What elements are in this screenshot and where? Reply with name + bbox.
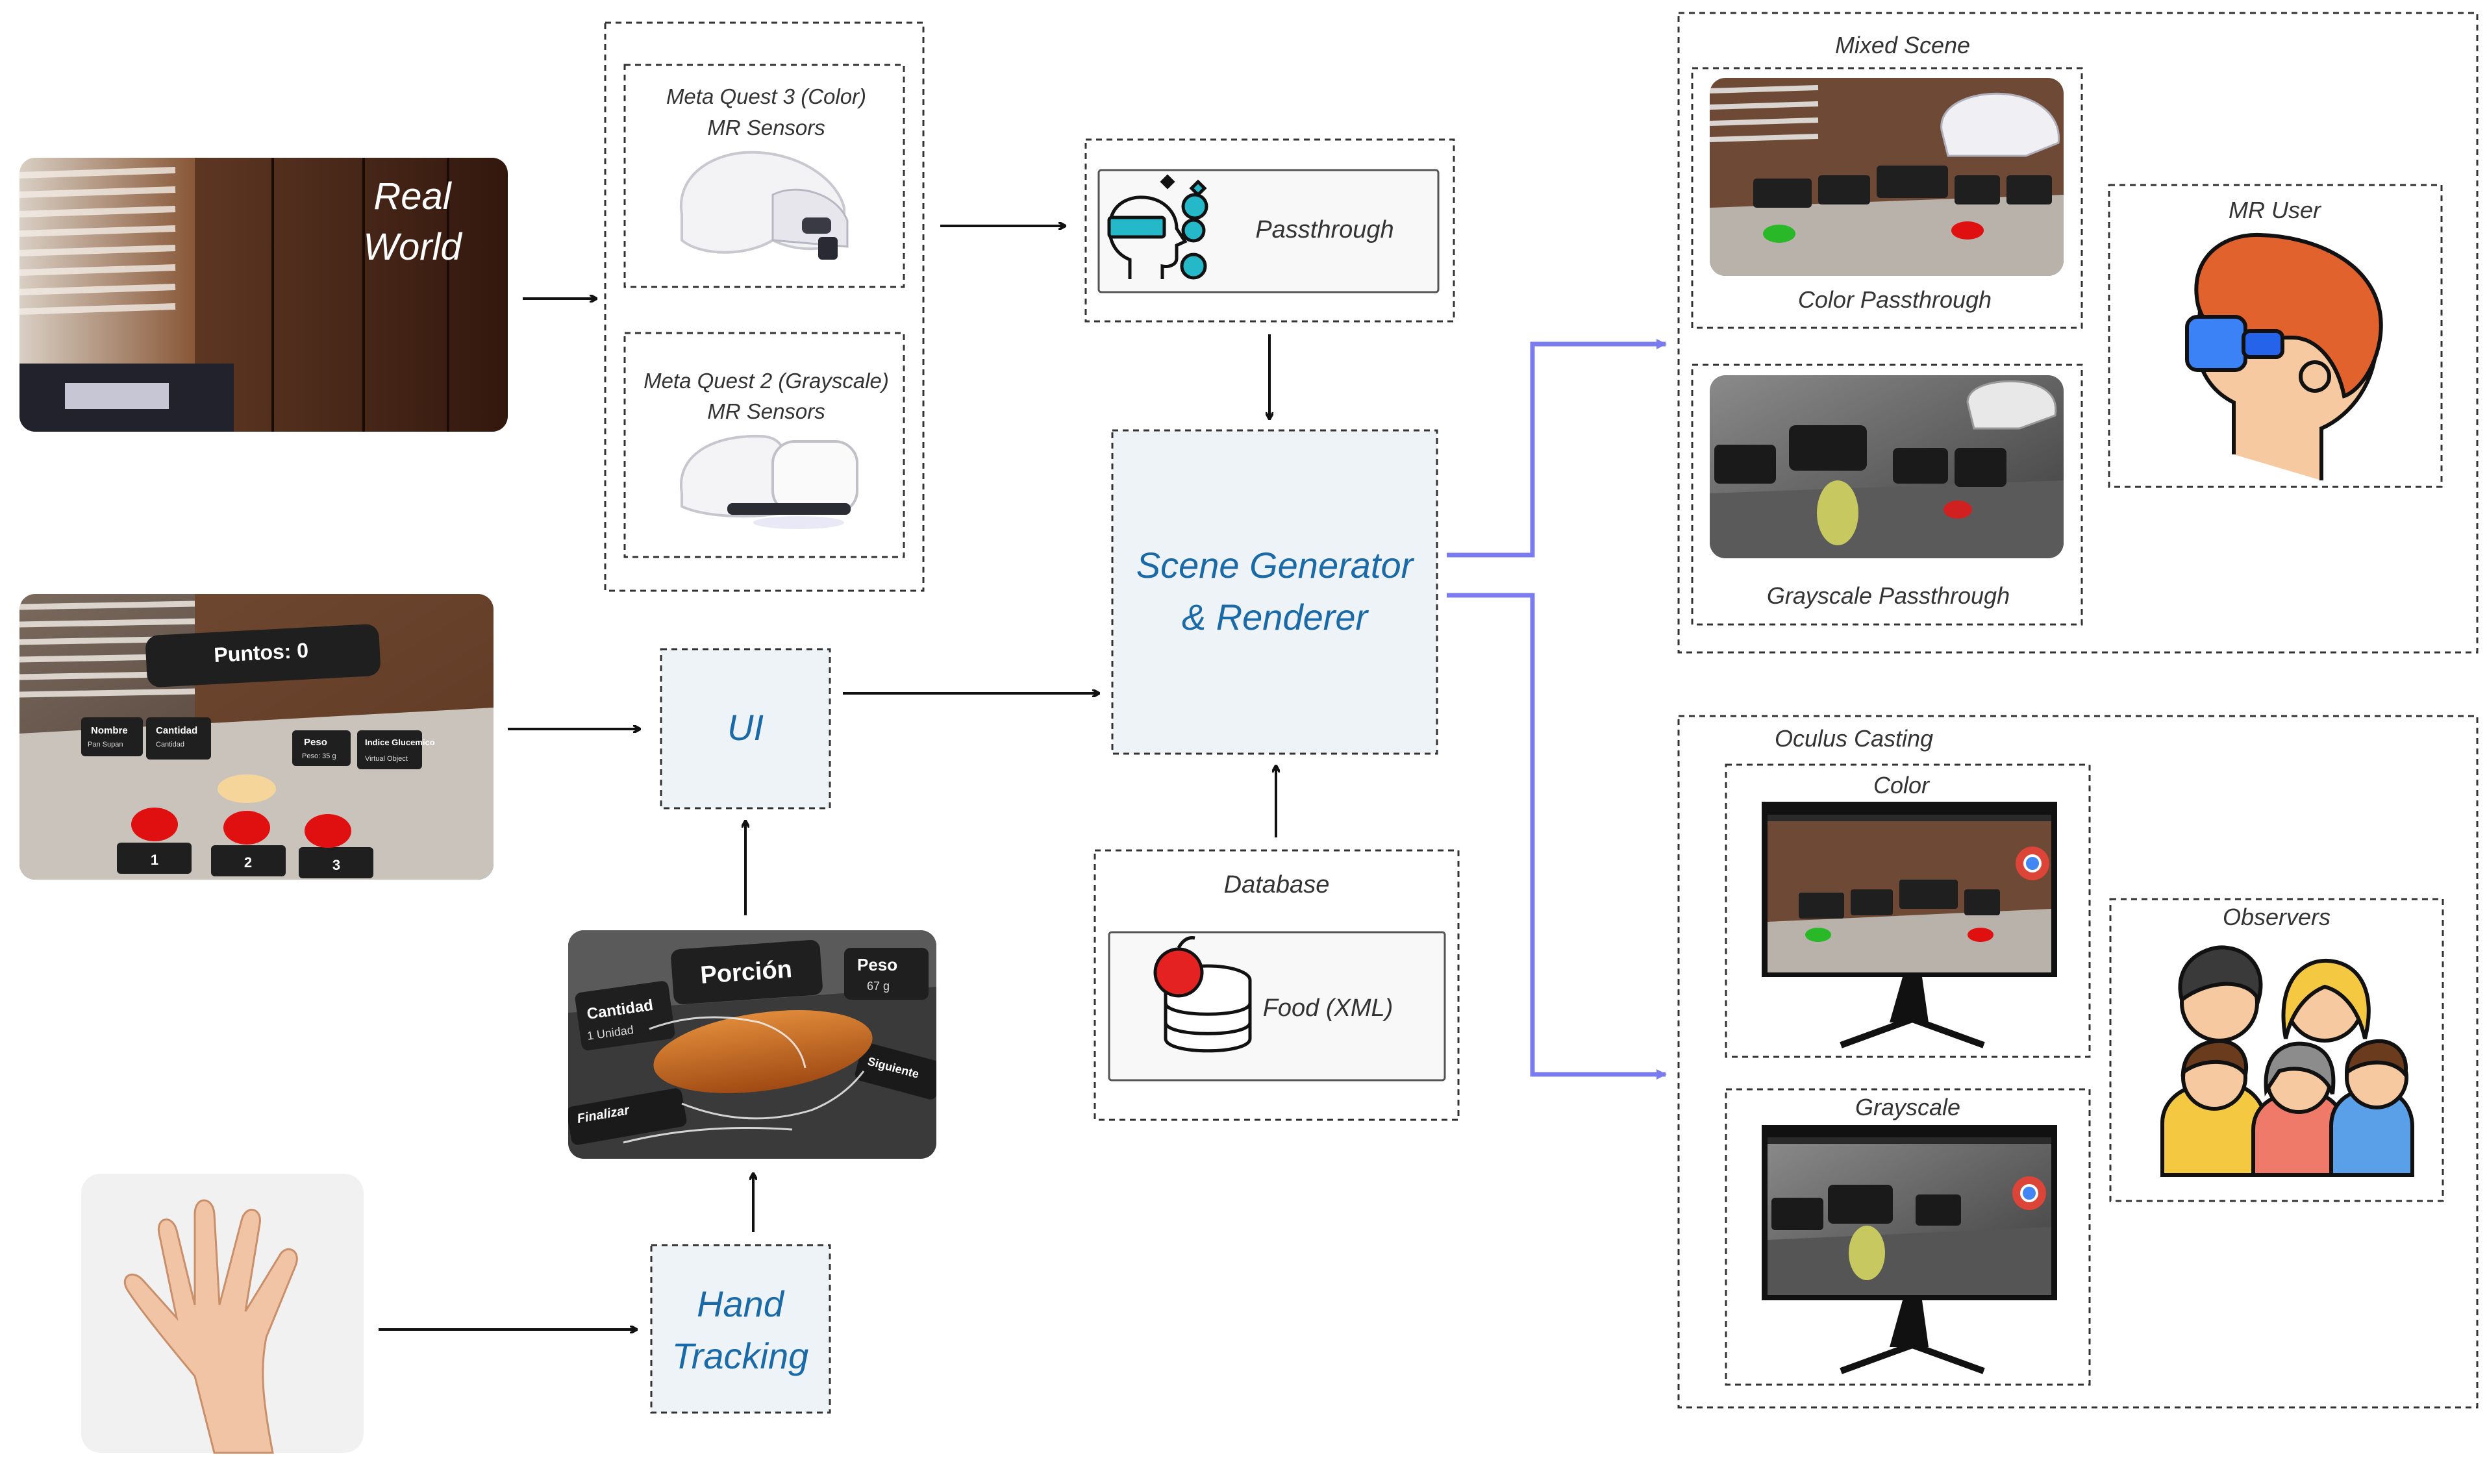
mixed-gray-screenshot: [1710, 375, 2064, 558]
hand-tracking-label-2: Tracking: [672, 1335, 809, 1376]
quest2-headset-image: [679, 434, 858, 529]
real-world-label-2: World: [363, 226, 462, 268]
cast-gray-box: [1725, 1088, 2091, 1386]
arrow-scene-mixed: [1447, 339, 1667, 558]
cast-gray-monitor: [1762, 1125, 2057, 1374]
cast-color-box: [1725, 763, 2091, 1058]
scene-generator-box: [1111, 429, 1438, 755]
quest2-label-1: Meta Quest 2 (Grayscale): [644, 369, 889, 393]
hand-tracking-label-1: Hand: [697, 1283, 785, 1324]
hand-peso: Peso: [857, 955, 897, 974]
ui-card-1-sub: Pan Supan: [88, 741, 123, 748]
mr-user-label: MR User: [2229, 197, 2322, 223]
database-title: Database: [1224, 871, 1330, 898]
cast-color-monitor: [1762, 802, 2057, 1048]
observers-icon: [2160, 945, 2414, 1177]
mr-user-icon: [2185, 232, 2383, 480]
mixed-scene-title: Mixed Scene: [1835, 32, 1970, 58]
observers-box: [2109, 898, 2444, 1202]
hand-tracking-box: [650, 1244, 831, 1414]
quest3-headset-image: [679, 151, 849, 260]
ui-card-3-sub: Peso: 35 g: [302, 752, 336, 760]
ui-button-3-label: 3: [332, 857, 340, 873]
ui-node-label: UI: [727, 707, 764, 748]
real-world-photo: [19, 158, 508, 432]
quest3-label-2: MR Sensors: [707, 116, 825, 140]
ui-card-4-title: Indice Glucemico: [365, 737, 435, 747]
quest2-label-2: MR Sensors: [707, 399, 825, 423]
casting-box: [1677, 715, 2479, 1409]
cast-gray-label: Grayscale: [1855, 1094, 1960, 1120]
ui-preview-photo: [19, 594, 494, 880]
hand-peso-sub: 67 g: [867, 980, 890, 993]
mixed-scene-box: [1677, 12, 2479, 654]
ui-card-1-title: Nombre: [91, 725, 128, 736]
passthrough-icon: [1107, 174, 1208, 280]
headset-group-box: [604, 21, 925, 592]
mixed-gray-box: [1691, 364, 2083, 626]
quest3-box: [623, 64, 905, 288]
observers-label: Observers: [2223, 904, 2331, 930]
hand-photo: [81, 1174, 364, 1454]
passthrough-label: Passthrough: [1255, 216, 1393, 243]
casting-title: Oculus Casting: [1775, 725, 1933, 752]
mixed-gray-label: Grayscale Passthrough: [1767, 582, 2010, 609]
quest2-box: [623, 332, 905, 558]
scene-generator-label-2: & Renderer: [1182, 597, 1369, 637]
mixed-color-label: Color Passthrough: [1798, 286, 1992, 313]
cast-color-label: Color: [1873, 772, 1931, 798]
database-outer-box: [1094, 849, 1460, 1121]
arrow-scene-casting: [1447, 593, 1667, 1080]
ui-score-text: Puntos: 0: [213, 638, 308, 667]
passthrough-outer-box: [1084, 138, 1455, 323]
real-world-label-1: Real: [373, 175, 452, 217]
ui-button-1-label: 1: [151, 852, 158, 868]
ui-card-2-title: Cantidad: [156, 725, 197, 736]
database-icon: [1153, 936, 1252, 1053]
quest3-label-1: Meta Quest 3 (Color): [666, 84, 866, 108]
scene-generator-label-1: Scene Generator: [1136, 545, 1415, 586]
food-xml-label: Food (XML): [1263, 995, 1393, 1022]
ui-node-box: [660, 648, 831, 810]
ui-button-2-label: 2: [244, 854, 252, 871]
ui-card-4-sub: Virtual Object: [365, 755, 408, 763]
ui-card-3-title: Peso: [304, 737, 327, 748]
hand-porcion: Porción: [699, 956, 793, 989]
mixed-color-box: [1691, 67, 2083, 329]
mixed-color-screenshot: [1710, 78, 2064, 276]
mr-user-box: [2108, 184, 2443, 488]
hand-preview-photo: [568, 930, 936, 1159]
ui-card-2-sub: Cantidad: [156, 741, 184, 748]
